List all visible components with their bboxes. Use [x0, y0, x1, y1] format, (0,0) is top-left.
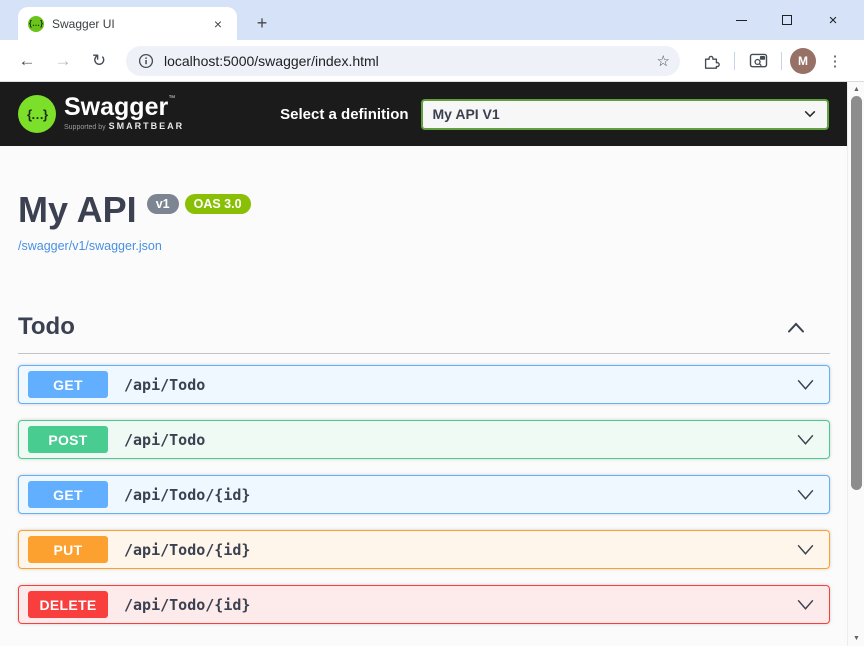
window-controls: ×: [718, 0, 856, 40]
address-bar[interactable]: localhost:5000/swagger/index.html ☆: [126, 45, 680, 76]
operation-path: /api/Todo/{id}: [124, 595, 251, 614]
close-icon: ×: [828, 11, 838, 29]
page-scrollbar[interactable]: ▲ ▼: [847, 82, 864, 646]
chevron-down-icon[interactable]: [795, 542, 816, 557]
selected-definition: My API V1: [432, 106, 500, 122]
reload-button[interactable]: ↻: [91, 50, 107, 70]
method-badge: PUT: [28, 536, 108, 563]
operation-path: /api/Todo: [124, 375, 206, 394]
forward-button[interactable]: →: [54, 50, 72, 70]
chevron-down-icon: [804, 111, 815, 118]
toolbar-right: M ⋮: [696, 46, 848, 76]
method-badge: POST: [28, 426, 108, 453]
side-panel-search-icon[interactable]: [743, 46, 773, 76]
tab-close-icon[interactable]: ×: [213, 15, 223, 32]
method-badge: GET: [28, 371, 108, 398]
browser-menu-icon[interactable]: ⋮: [827, 52, 843, 70]
trademark-mark: ™: [168, 95, 176, 102]
tag-section-header[interactable]: Todo: [18, 313, 830, 354]
toolbar-separator: [781, 51, 782, 70]
minimize-button[interactable]: [718, 0, 764, 40]
chevron-down-icon[interactable]: [795, 597, 816, 612]
api-title: My API: [18, 189, 137, 230]
operation-path: /api/Todo/{id}: [124, 485, 251, 504]
method-badge: GET: [28, 481, 108, 508]
spec-json-link[interactable]: /swagger/v1/swagger.json: [18, 239, 162, 253]
oas-badge: OAS 3.0: [184, 194, 251, 214]
method-badge: DELETE: [28, 591, 108, 618]
version-badge: v1: [146, 194, 179, 214]
extensions-icon[interactable]: [696, 46, 726, 76]
operation-path: /api/Todo: [124, 430, 206, 449]
toolbar-separator: [734, 51, 735, 70]
swagger-logo-icon: {…}: [18, 95, 56, 133]
api-info: My API v1 OAS 3.0 /swagger/v1/swagger.js…: [18, 190, 830, 255]
profile-avatar[interactable]: M: [790, 47, 816, 74]
swagger-logo-text: Swagger: [64, 93, 169, 121]
back-button[interactable]: ←: [18, 50, 36, 70]
scroll-down-icon[interactable]: ▼: [853, 635, 860, 642]
scrollbar-thumb[interactable]: [851, 96, 862, 490]
scroll-up-icon[interactable]: ▲: [853, 86, 860, 93]
operation-row-delete-todo-id[interactable]: DELETE /api/Todo/{id}: [18, 585, 830, 624]
chevron-up-icon[interactable]: [786, 320, 806, 335]
url-text[interactable]: localhost:5000/swagger/index.html: [164, 52, 379, 69]
operation-row-put-todo-id[interactable]: PUT /api/Todo/{id}: [18, 530, 830, 569]
chevron-down-icon[interactable]: [795, 487, 816, 502]
tag-title: Todo: [18, 313, 75, 340]
browser-tab[interactable]: {…} Swagger UI ×: [18, 7, 237, 40]
chevron-down-icon[interactable]: [795, 432, 816, 447]
operation-row-get-todo[interactable]: GET /api/Todo: [18, 365, 830, 404]
browser-toolbar: ← → ↻ localhost:5000/swagger/index.html …: [0, 40, 864, 82]
swagger-favicon-icon: {…}: [28, 15, 44, 32]
close-window-button[interactable]: ×: [810, 0, 856, 40]
minimize-icon: [735, 19, 747, 21]
browser-titlebar: {…} Swagger UI × + ×: [0, 0, 864, 40]
maximize-button[interactable]: [764, 0, 810, 40]
definition-select-label: Select a definition: [280, 105, 409, 123]
maximize-icon: [782, 15, 792, 25]
definition-select[interactable]: My API V1: [420, 98, 829, 130]
operations-list: GET /api/Todo POST /api/Todo GET /api/To…: [18, 365, 830, 624]
new-tab-button[interactable]: +: [256, 12, 268, 33]
chevron-down-icon[interactable]: [795, 377, 816, 392]
tab-title: Swagger UI: [52, 16, 115, 31]
operation-row-post-todo[interactable]: POST /api/Todo: [18, 420, 830, 459]
site-info-icon[interactable]: [138, 53, 154, 69]
swagger-content: My API v1 OAS 3.0 /swagger/v1/swagger.js…: [0, 146, 847, 646]
bookmark-star-icon[interactable]: ☆: [656, 52, 670, 70]
operation-path: /api/Todo/{id}: [124, 540, 251, 559]
operation-row-get-todo-id[interactable]: GET /api/Todo/{id}: [18, 475, 830, 514]
